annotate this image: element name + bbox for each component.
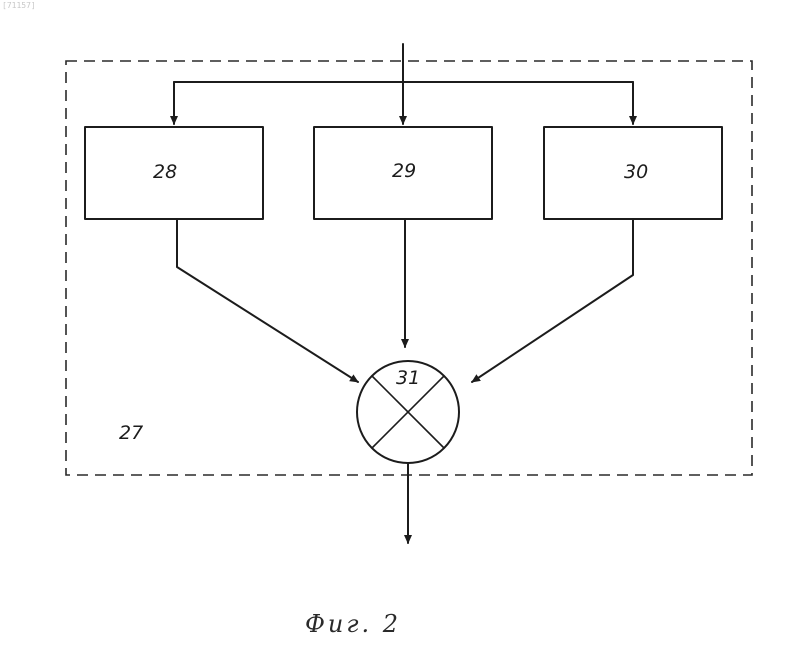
link-28-to-31 bbox=[177, 219, 358, 382]
summator-31-label: 31 bbox=[396, 369, 420, 388]
link-30-to-31 bbox=[472, 219, 633, 382]
archive-corner-mark: [71157] bbox=[2, 1, 36, 10]
block-30-label: 30 bbox=[624, 163, 648, 182]
block-29-label: 29 bbox=[392, 162, 416, 181]
figure-caption: Фиг. 2 bbox=[305, 610, 401, 638]
block-28-label: 28 bbox=[153, 163, 177, 182]
frame-27-label: 27 bbox=[119, 424, 143, 443]
